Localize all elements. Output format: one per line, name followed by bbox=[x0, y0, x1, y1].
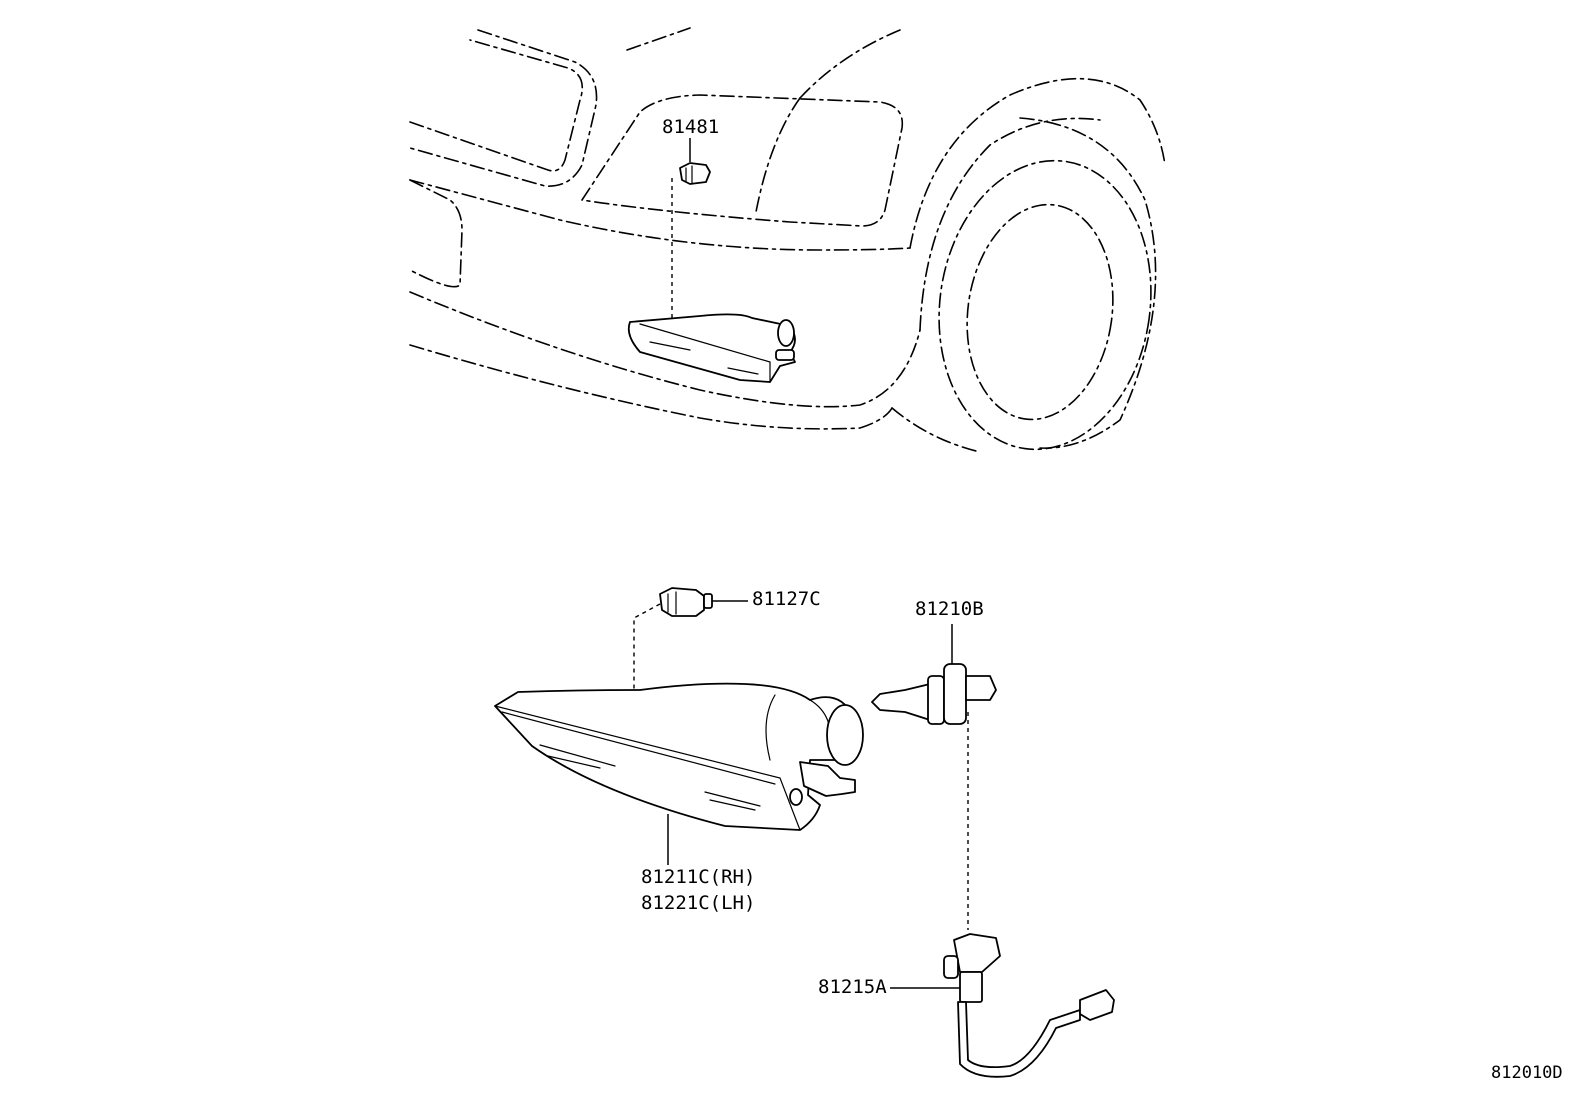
part-number-label: 81221C(LH) bbox=[641, 892, 756, 914]
diagram-code-label: 812010D bbox=[1491, 1063, 1563, 1083]
bulb-81481-icon bbox=[671, 138, 711, 318]
part-number-label: 81215A bbox=[818, 976, 887, 998]
car-fog-lamp bbox=[627, 313, 796, 383]
part-number-label: 81211C(RH) bbox=[641, 866, 756, 888]
car-body-outline bbox=[409, 27, 1166, 453]
part-number-label: 81210B bbox=[915, 598, 984, 620]
bulb-81210b-icon bbox=[871, 624, 997, 930]
socket-81215a-icon bbox=[890, 933, 1115, 1078]
fog-lamp-housing bbox=[494, 682, 864, 865]
part-number-label: 81127C bbox=[752, 588, 821, 610]
part-number-label: 81481 bbox=[662, 116, 720, 138]
